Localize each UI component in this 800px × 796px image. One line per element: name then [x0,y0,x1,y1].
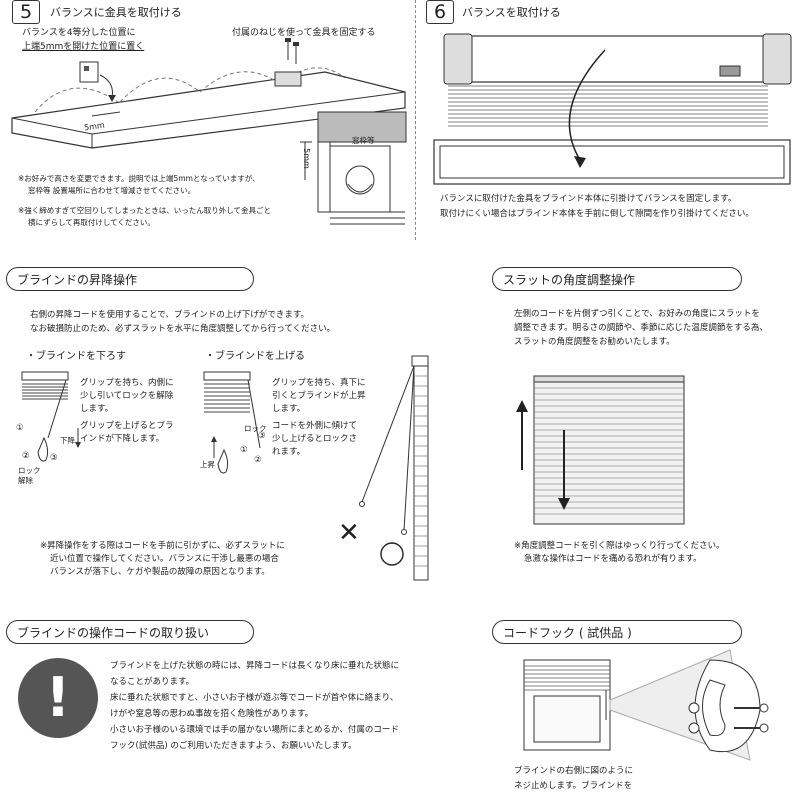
step5-balance-illustration [11,38,407,225]
raise-up-label: 上昇 [200,460,215,469]
step5-note-b: 付属のねじを使って金具を固定する [232,28,376,38]
raise-lock-label: ロック [244,424,267,433]
step6-title: バランスを取付ける [462,6,561,19]
raise-step3: ③ [258,431,266,441]
step5-foot1: ※お好みで高さを変更できます。説明では上端5mmとなっていますが、 [18,174,260,183]
step6-line2: 取付けにくい場合はブラインド本体を手前に倒して隙間を作り引掛けてください。 [440,209,754,219]
raise-text2: 引くとブラインドが上昇 [272,391,366,401]
cord-line2: なることがあります。 [110,677,195,687]
lift-section-title: ブラインドの昇降操作 [6,267,254,291]
hook-section-title: コードフック ( 試供品 ) [492,620,742,644]
cord-line4: けがや窒息等の思わぬ事故を招く危険性があります。 [110,709,314,719]
hook-line2: ネジ止めします。ブラインドを [514,781,633,791]
angle-intro2: 調整できます。明るさの調節や、季節に応じた温度調節をする為、 [514,323,768,333]
lower-text1: グリップを持ち、内側に [80,378,174,388]
lift-intro2: なお破損防止のため、必ずスラットを水平に角度調整してから行ってください。 [30,324,336,334]
step5-note-a1: バランスを4等分した位置に [22,28,136,38]
cord-pull-illustration [359,355,429,581]
lower-text4: グリップを上げるとブラ [80,421,174,431]
lift-intro1: 右側の昇降コードを使用することで、ブラインドの上げ下げができます。 [30,310,310,320]
raise-step2: ② [254,455,262,465]
lift-warn1: ※昇降操作をする際はコードを手前に引かずに、必ずスラットに [40,541,285,551]
angle-warn2: 急激な操作はコードを痛める恐れが有ります。 [524,554,702,564]
raise-heading: ・ブラインドを上げる [205,351,305,362]
lower-heading: ・ブラインドを下ろす [26,351,126,362]
lower-down-label: 下降 [60,436,75,445]
hook-line1: ブラインドの右側に図のように [514,766,634,776]
lower-blind-illustration [21,371,81,462]
lower-text2: 少し引いてロックを解除 [80,391,174,401]
step6-number: 6 [426,0,454,24]
lower-text5: インドが下降します。 [80,434,165,444]
raise-blind-illustration [203,371,261,474]
raise-text1: グリップを持ち、真下に [272,378,366,388]
lower-step2: ② [22,451,30,461]
angle-intro3: スラットの角度調整をお勧めいたします。 [514,337,675,347]
raise-text3: します。 [272,404,306,414]
lower-step3: ③ [50,453,58,463]
step5-note-a2: 上端5mmを開けた位置に置く [22,42,145,52]
cord-section-title: ブラインドの操作コードの取り扱い [6,620,254,644]
cord-line6: フック(試供品) のご利用いただきますよう、お願いいたします。 [110,741,357,751]
raise-text4: コードを外側に傾けて [272,421,358,431]
angle-intro1: 左側のコードを片側ずつ引くことで、お好みの角度にスラットを [514,309,760,319]
step5-foot4: 横にずらして再取付けしてください。 [28,218,155,227]
step5-dim-5mm-vertical: 5mm [301,148,311,169]
lower-unlock-label2: 解除 [18,476,33,485]
raise-step1: ① [240,445,248,455]
lower-step1: ① [16,423,24,433]
step5-foot2: 窓枠等 設置場所に合わせて増減させてください。 [28,186,196,195]
lift-warn2: 近い位置で操作してください。バランスに干渉し最悪の場合 [50,554,279,564]
cord-line1: ブラインドを上げた状態の時には、昇降コードは長くなり床に垂れた状態に [110,661,400,671]
angle-section-title: スラットの角度調整操作 [492,267,742,291]
step6-blind-illustration [433,33,792,185]
lift-warn3: バランスが落下し、ケガや製品の故障の原因となります。 [50,567,270,577]
step6-line1: バランスに取付けた金具をブラインド本体に引掛けてバランスを固定します。 [440,194,737,204]
cord-line3: 床に垂れた状態ですと、小さいお子様が遊ぶ等でコードが首や体に絡まり、 [110,693,399,703]
step5-number: 5 [12,0,40,24]
lower-unlock-label1: ロック [18,466,41,475]
angle-warn1: ※角度調整コードを引く際はゆっくり行ってください。 [514,541,725,551]
step5-window-label: 窓枠等 [352,136,375,145]
step5-foot3: ※強く締めすぎて空回りしてしまったときは、いったん取り外して金具ごと [18,206,272,215]
angle-blind-illustration [516,375,685,525]
hook-illustration [523,649,769,761]
wrong-mark: ✕ [338,518,360,548]
raise-text5: 少し上げるとロックさ [272,434,358,444]
lower-text3: します。 [80,404,114,414]
section-divider [415,0,416,240]
raise-text6: れます。 [272,447,306,457]
step5-title: バランスに金具を取付ける [50,6,182,19]
warning-icon: ! [18,658,98,738]
cord-line5: 小さいお子様のいる環境では手の届かない場所にまとめるか、付属のコード [110,725,399,735]
